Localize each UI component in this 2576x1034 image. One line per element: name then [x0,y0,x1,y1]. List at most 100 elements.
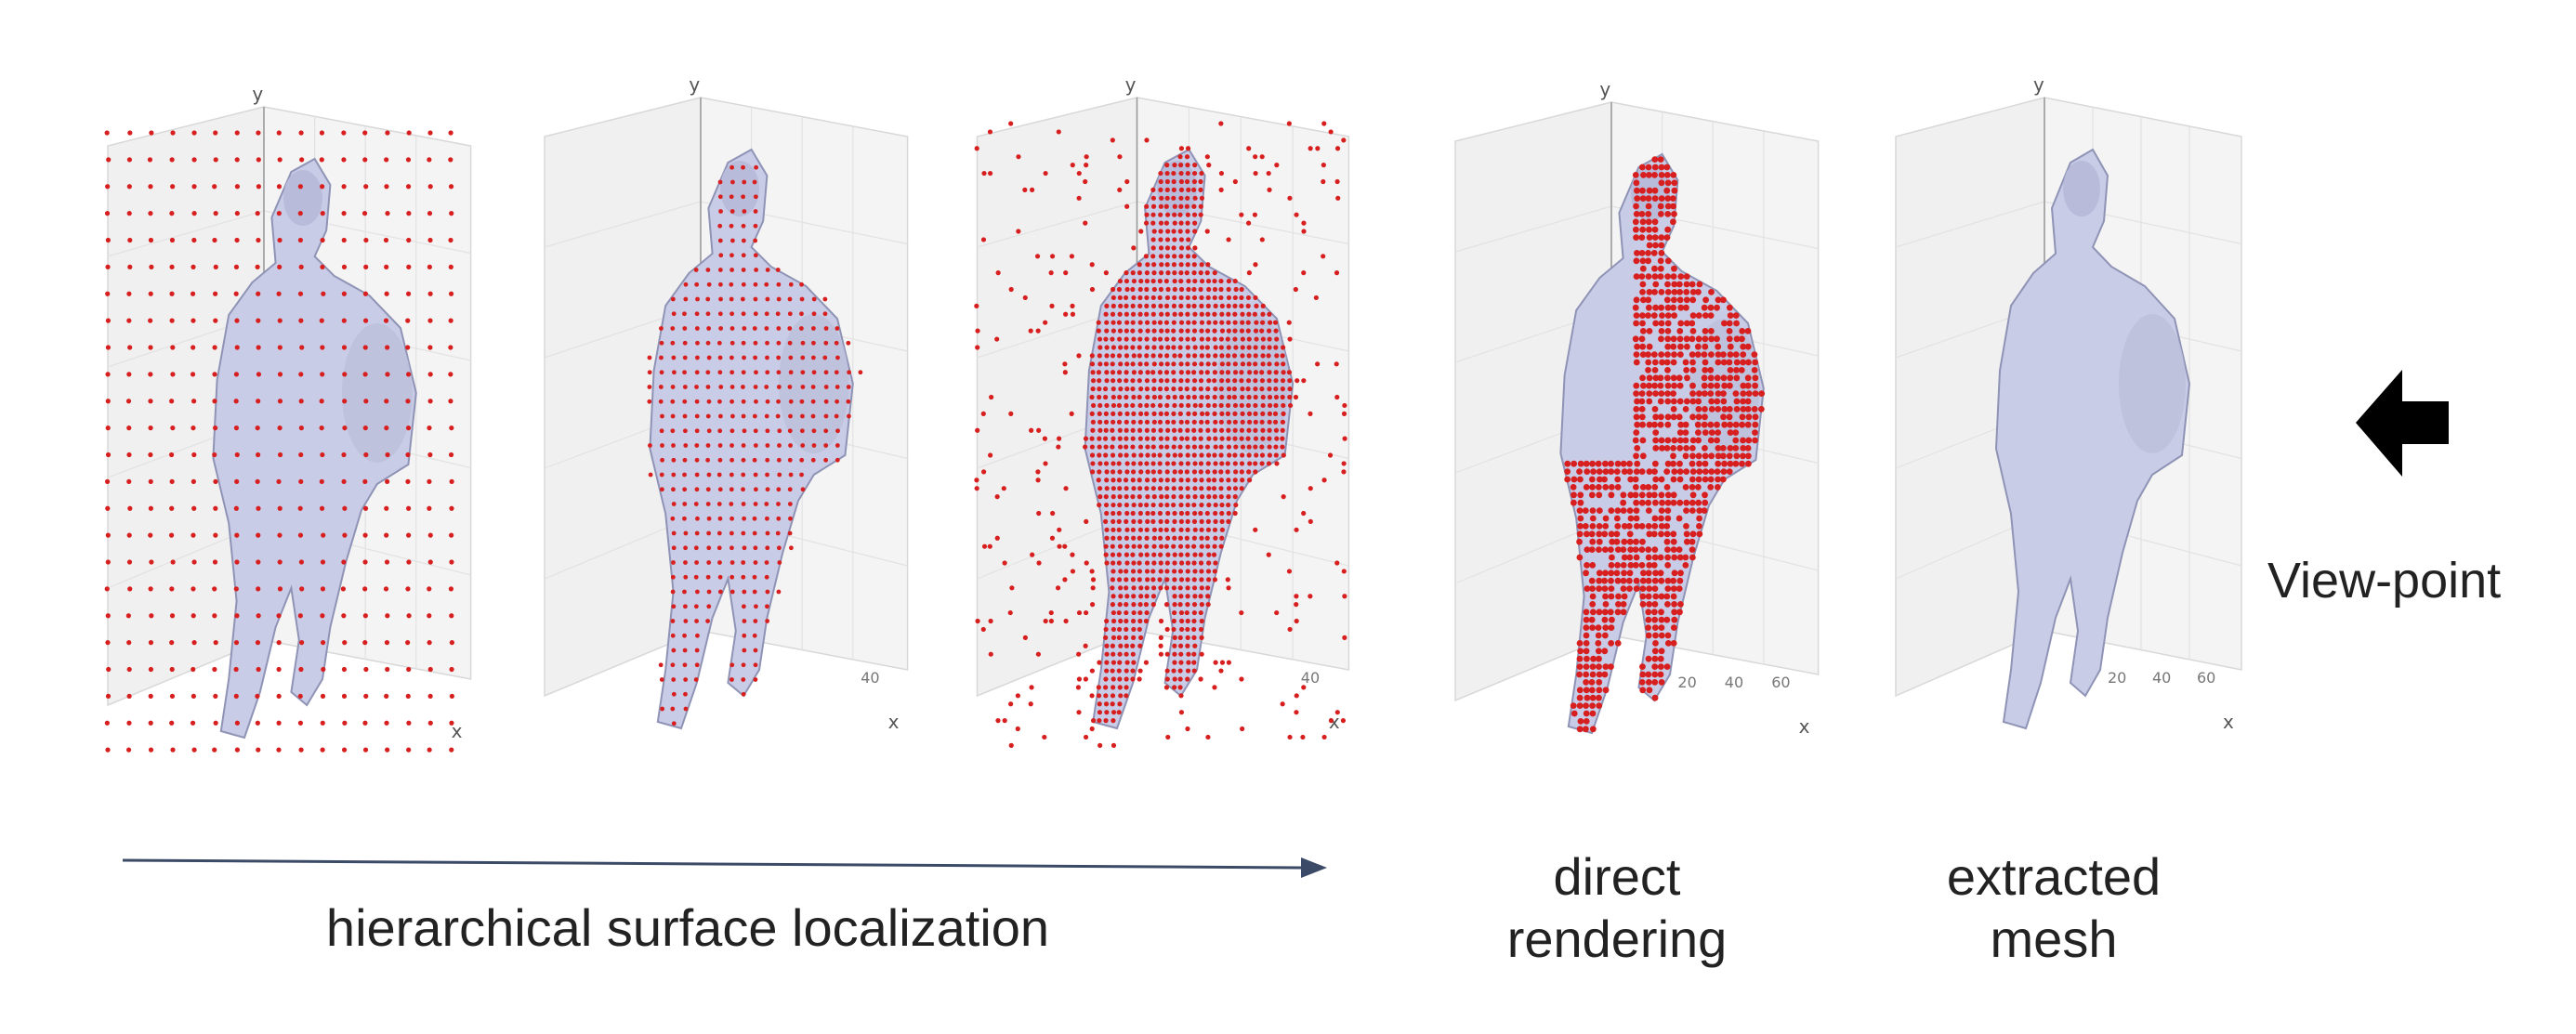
sample-point [1715,445,1722,452]
sample-point [1571,476,1578,483]
sample-point [1185,594,1190,599]
sample-point [191,399,197,404]
sample-point [1150,510,1156,517]
sample-point [1645,257,1652,265]
sample-point [1240,444,1246,450]
sample-point [1633,554,1640,561]
sample-point [1232,486,1239,491]
sample-point [1138,469,1144,475]
sample-point [716,545,722,551]
sample-point [1158,187,1163,192]
sample-point [1664,304,1672,311]
sample-point [1646,585,1653,592]
sample-point [682,604,688,609]
sample-point [1178,311,1184,317]
sample-point [1245,378,1252,384]
sample-point [1645,554,1652,561]
sample-point [1645,359,1652,366]
sample-point [1232,461,1238,466]
sample-point [1178,254,1184,259]
sample-point [276,747,282,753]
sample-point [1633,515,1640,522]
sample-point [1657,421,1664,428]
sample-point [753,443,758,448]
sample-point [1178,237,1185,242]
sample-point [1683,499,1690,506]
sample-point [1226,386,1232,392]
sample-point [754,399,758,404]
sample-point [1232,436,1238,441]
sample-point [126,425,132,431]
sample-point [1596,663,1602,670]
sample-point [694,428,700,434]
sample-point [1652,593,1660,600]
sample-point [740,296,745,302]
sample-point [449,613,454,619]
sample-point [1177,411,1183,416]
sample-point [1145,518,1150,525]
sample-point [1253,444,1258,450]
sample-point [1191,286,1197,293]
sample-point [1658,632,1665,639]
sample-point [695,296,700,302]
sample-point [1633,499,1640,506]
sample-point [1726,304,1733,311]
sample-point [1206,486,1212,491]
sample-point [1212,469,1217,475]
panel-coarse: yx [104,83,472,753]
sample-point [1110,427,1115,433]
sample-point [1130,378,1136,384]
sample-point [1670,343,1677,350]
sample-point [1089,693,1095,699]
sample-point [1192,643,1198,648]
sample-point [717,428,723,434]
sample-point [705,370,711,375]
sample-point [342,399,348,404]
sample-point [1192,461,1198,466]
sample-point [1652,445,1660,452]
sample-point [1103,336,1109,342]
sample-point [835,457,840,463]
sample-point [1218,336,1225,342]
sample-point [776,545,782,551]
sample-point [1676,289,1684,295]
sample-point [1608,507,1615,514]
sample-point [1621,569,1627,577]
sample-point [1246,444,1252,450]
sample-point [1651,663,1659,670]
sample-point [1664,554,1672,561]
sample-point [1083,178,1088,185]
sample-point [1588,476,1596,483]
sample-point [823,413,829,419]
sample-point [695,340,700,346]
sample-point [1111,635,1117,640]
sample-point [1117,378,1123,384]
sample-point [765,545,770,551]
sample-point [1111,560,1116,566]
sample-point [1645,569,1652,577]
sample-point [1732,437,1740,444]
sample-point [1186,278,1191,284]
sample-point [1199,170,1204,177]
sample-point [212,345,217,350]
sample-point [406,613,412,619]
sample-point [1632,172,1639,178]
sample-point [1124,394,1129,400]
sample-point [427,345,433,350]
y-axis-label: y [1125,73,1137,96]
sample-point [1164,478,1170,483]
sample-point [1172,609,1177,616]
sample-point [647,355,652,360]
sample-point [126,157,133,163]
sample-point [717,179,723,185]
sample-point [1267,419,1272,425]
sample-point [1212,402,1217,409]
sample-point [1124,361,1130,367]
sample-point [127,264,133,269]
sample-point [1158,436,1163,441]
y-axis-label: y [1599,78,1610,100]
sample-point [1219,660,1226,665]
sample-point [1089,262,1095,268]
sample-point [1583,687,1590,694]
sample-point [1714,382,1721,389]
